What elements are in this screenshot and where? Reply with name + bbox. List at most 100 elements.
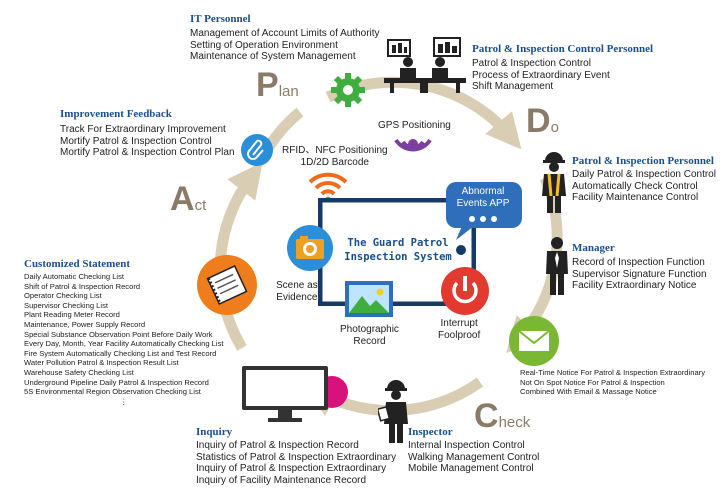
patrol-personnel-line: Automatically Check Control bbox=[572, 180, 698, 192]
notice-list: Real-Time Notice For Patrol & Inspection… bbox=[520, 368, 705, 397]
it-personnel-heading: IT Personnel bbox=[190, 13, 251, 25]
inspector-icon bbox=[378, 380, 408, 443]
control-personnel-line: Process of Extraordinary Event bbox=[472, 69, 610, 81]
paperclip-icon bbox=[241, 134, 273, 166]
control-personnel-line: Patrol & Inspection Control bbox=[472, 58, 591, 69]
interrupt-foolproof-label: Interrupt Foolproof bbox=[438, 318, 480, 342]
check-rest: heck bbox=[498, 414, 531, 431]
inspector-list: Internal Inspection Control Walking Mana… bbox=[408, 440, 539, 475]
customized-list: Daily Automatic Checking List Shift of P… bbox=[24, 272, 224, 406]
plan-initial: P bbox=[256, 66, 279, 104]
photo-line: Record bbox=[353, 336, 386, 347]
improvement-line: Mortify Patrol & Inspection Control Plan bbox=[60, 147, 235, 159]
gps-label: GPS Positioning bbox=[378, 120, 451, 131]
act-initial: A bbox=[170, 180, 195, 218]
control-room-icon bbox=[384, 37, 466, 93]
patrol-personnel-heading: Patrol & Inspection Personnel bbox=[572, 155, 714, 167]
do-rest: o bbox=[550, 119, 559, 136]
customized-line: Special Substance Observation Point Befo… bbox=[24, 329, 213, 339]
improvement-line: Mortify Patrol & Inspection Control bbox=[60, 135, 212, 147]
customized-line: Water Pollution Patrol & Inspection Resu… bbox=[24, 358, 179, 368]
manager-line: Facility Extraordinary Notice bbox=[572, 280, 697, 292]
plan-rest: lan bbox=[278, 83, 299, 100]
improvement-heading: Improvement Feedback bbox=[60, 108, 172, 120]
gps-signal-icon bbox=[394, 138, 432, 152]
camera-icon bbox=[287, 225, 333, 271]
customized-line: Warehouse Safety Checking List bbox=[24, 367, 134, 377]
patrol-personnel-line: Daily Patrol & Inspection Control bbox=[572, 169, 716, 180]
it-personnel-list: Management of Account Limits of Authorit… bbox=[190, 28, 380, 63]
rfid-line: 1D/2D Barcode bbox=[300, 157, 369, 168]
control-personnel-line: Shift Management bbox=[472, 81, 554, 93]
photographic-record-label: Photographic Record bbox=[340, 324, 399, 348]
patrol-personnel-list: Daily Patrol & Inspection Control Automa… bbox=[572, 169, 716, 204]
photo-icon bbox=[345, 281, 393, 317]
abnormal-events-bubble bbox=[446, 182, 522, 240]
bubble-line: Abnormal bbox=[461, 186, 505, 197]
interrupt-line: Foolproof bbox=[438, 330, 481, 341]
mail-icon bbox=[509, 316, 559, 366]
do-initial: D bbox=[526, 102, 551, 140]
customized-heading: Customized Statement bbox=[24, 258, 131, 270]
customized-line: Supervisor Checking List bbox=[24, 300, 108, 310]
customized-line: Underground Pipeline Daily Patrol & Insp… bbox=[24, 377, 209, 387]
control-personnel-list: Patrol & Inspection Control Process of E… bbox=[472, 58, 610, 93]
system-title-line: The Guard Patrol bbox=[347, 237, 449, 249]
manager-line: Supervisor Signature Function bbox=[572, 268, 707, 280]
pdca-act-label: Act bbox=[170, 180, 206, 219]
manager-heading: Manager bbox=[572, 242, 615, 254]
inquiry-line: Inquiry of Patrol & Inspection Record bbox=[196, 440, 359, 451]
patrol-worker-icon bbox=[542, 152, 566, 213]
customized-line: Plant Reading Meter Record bbox=[24, 310, 120, 320]
manager-list: Record of Inspection Function Supervisor… bbox=[572, 257, 707, 292]
customized-line: Maintenance, Power Supply Record bbox=[24, 319, 146, 329]
pdca-do-label: Do bbox=[526, 102, 559, 141]
manager-icon bbox=[546, 237, 568, 295]
photo-line: Photographic bbox=[340, 324, 399, 335]
rfid-line: RFID、NFC Positioning bbox=[282, 145, 388, 156]
interrupt-line: Interrupt bbox=[440, 318, 478, 329]
it-personnel-line: Management of Account Limits of Authorit… bbox=[190, 28, 380, 39]
notice-line: Combined With Email & Massage Notice bbox=[520, 387, 657, 397]
inspector-line: Mobile Management Control bbox=[408, 463, 534, 475]
inspector-line: Walking Management Control bbox=[408, 451, 540, 463]
customized-line: Daily Automatic Checking List bbox=[24, 272, 125, 281]
patrol-personnel-line: Facility Maintenance Control bbox=[572, 192, 699, 204]
system-title: The Guard Patrol Inspection System bbox=[338, 236, 458, 264]
monitor-icon bbox=[242, 366, 348, 422]
manager-line: Record of Inspection Function bbox=[572, 257, 705, 268]
inspector-heading: Inspector bbox=[408, 426, 453, 438]
act-rest: ct bbox=[194, 197, 207, 214]
scene-line: Scene as bbox=[276, 280, 318, 291]
bubble-line: Events APP bbox=[456, 198, 510, 209]
improvement-list: Track For Extraordinary Improvement Mort… bbox=[60, 124, 235, 159]
control-personnel-heading: Patrol & Inspection Control Personnel bbox=[472, 43, 654, 55]
power-icon bbox=[441, 267, 489, 315]
pdca-check-label: Check bbox=[474, 397, 530, 436]
scene-line: Evidence bbox=[276, 292, 318, 303]
wifi-icon bbox=[308, 172, 348, 202]
improvement-line: Track For Extraordinary Improvement bbox=[60, 124, 226, 135]
customized-line: Fire System Automatically Checking List … bbox=[24, 348, 217, 358]
inquiry-line: Inquiry of Patrol & Inspection Extraordi… bbox=[196, 463, 387, 475]
check-initial: C bbox=[474, 397, 499, 435]
system-title-line: Inspection System bbox=[344, 251, 452, 263]
pdca-plan-label: Plan bbox=[256, 66, 299, 105]
inspector-line: Internal Inspection Control bbox=[408, 440, 525, 451]
it-personnel-line: Setting of Operation Environment bbox=[190, 39, 338, 51]
inquiry-heading: Inquiry bbox=[196, 426, 233, 438]
customized-line: 5S Environmental Region Observation Chec… bbox=[24, 387, 201, 397]
customized-line: Every Day, Month, Year Facility Automati… bbox=[24, 339, 224, 349]
notice-line: Not On Spot Notice For Patrol & Inspecti… bbox=[520, 377, 665, 387]
gear-icon bbox=[331, 73, 365, 107]
customized-line: Operator Checking List bbox=[24, 291, 102, 301]
notice-line: Real-Time Notice For Patrol & Inspection… bbox=[520, 368, 705, 377]
it-personnel-line: Maintenance of System Management bbox=[190, 51, 356, 63]
rfid-label: RFID、NFC Positioning 1D/2D Barcode bbox=[282, 145, 388, 169]
inquiry-line: Statistics of Patrol & Inspection Extrao… bbox=[196, 451, 397, 463]
customized-line: Shift of Patrol & Inspection Record bbox=[24, 281, 141, 291]
inquiry-line: Inquiry of Facility Maintenance Record bbox=[196, 474, 367, 486]
scene-evidence-label: Scene as Evidence bbox=[276, 280, 318, 304]
customized-more-ellipsis: ⋮ bbox=[120, 396, 128, 406]
abnormal-events-text: Abnormal Events APP bbox=[446, 186, 520, 210]
